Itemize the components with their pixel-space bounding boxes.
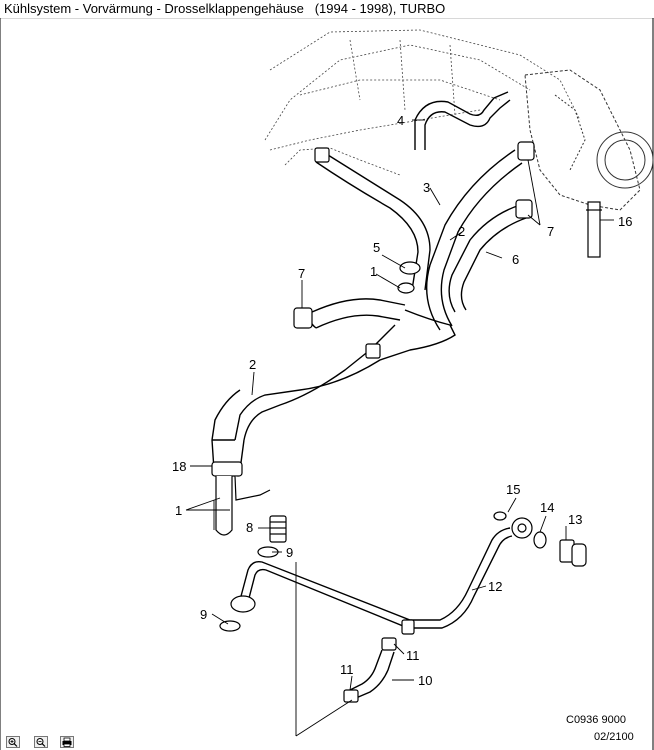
parts-diagram: 4 3 2 6 7 16 5 1 7 2 18 1 8 9 9 15 14 13… [0, 18, 654, 750]
part-2-upper-hose [425, 149, 523, 331]
engine-block-sketch [264, 29, 581, 176]
part-6-hose [448, 204, 527, 313]
part-1-connectors [211, 461, 271, 536]
title-bar: Kühlsystem - Vorvärmung - Drosselklappen… [0, 0, 654, 19]
label-15: 15 [506, 482, 520, 497]
label-14: 14 [540, 500, 554, 515]
label-9-upper: 9 [286, 545, 293, 560]
label-4: 4 [397, 113, 404, 128]
label-2-upper: 2 [458, 224, 465, 239]
label-8: 8 [246, 520, 253, 535]
part-12-pipe [239, 527, 513, 629]
drawing-date: 02/2100 [594, 731, 634, 743]
throttle-body-sketch [524, 69, 654, 211]
drawing-code: C0936 9000 [566, 714, 626, 726]
label-11-left: 11 [340, 662, 354, 677]
label-13: 13 [568, 512, 582, 527]
part-3-hose [315, 149, 431, 291]
magnifier-minus-icon [36, 738, 46, 747]
label-6: 6 [512, 252, 519, 267]
label-5: 5 [373, 240, 380, 255]
part-8-fitting [257, 515, 287, 558]
print-icon[interactable] [60, 736, 74, 748]
label-11-right: 11 [406, 648, 420, 663]
label-3: 3 [423, 180, 430, 195]
part-12-end-fittings [219, 595, 415, 635]
part-16-pipe [586, 201, 602, 258]
part-2-lower-hose [211, 309, 456, 471]
label-10: 10 [418, 673, 432, 688]
label-16: 16 [618, 214, 632, 229]
label-7-left: 7 [298, 266, 305, 281]
magnifier-plus-icon [8, 738, 18, 747]
label-2-lower: 2 [249, 357, 256, 372]
label-18: 18 [172, 459, 186, 474]
label-1-upper: 1 [370, 264, 377, 279]
zoom-out-icon[interactable] [34, 736, 48, 748]
label-9-lower: 9 [200, 607, 207, 622]
part-10-hose [349, 649, 395, 699]
hose-clamps [293, 141, 535, 359]
part-11-clamps [343, 637, 397, 703]
label-12: 12 [488, 579, 502, 594]
part-4-hose [414, 91, 511, 150]
page-title: Kühlsystem - Vorvärmung - Drosselklappen… [4, 1, 446, 16]
leader-lines [185, 119, 614, 737]
part-7-left-hose [309, 298, 406, 329]
parts-13-15 [493, 511, 587, 567]
part-labels: 4 3 2 6 7 16 5 1 7 2 18 1 8 9 9 15 14 13… [172, 113, 632, 688]
label-1-lower: 1 [175, 503, 182, 518]
zoom-in-icon[interactable] [6, 736, 20, 748]
printer-icon [62, 737, 72, 747]
label-7-right: 7 [547, 224, 554, 239]
